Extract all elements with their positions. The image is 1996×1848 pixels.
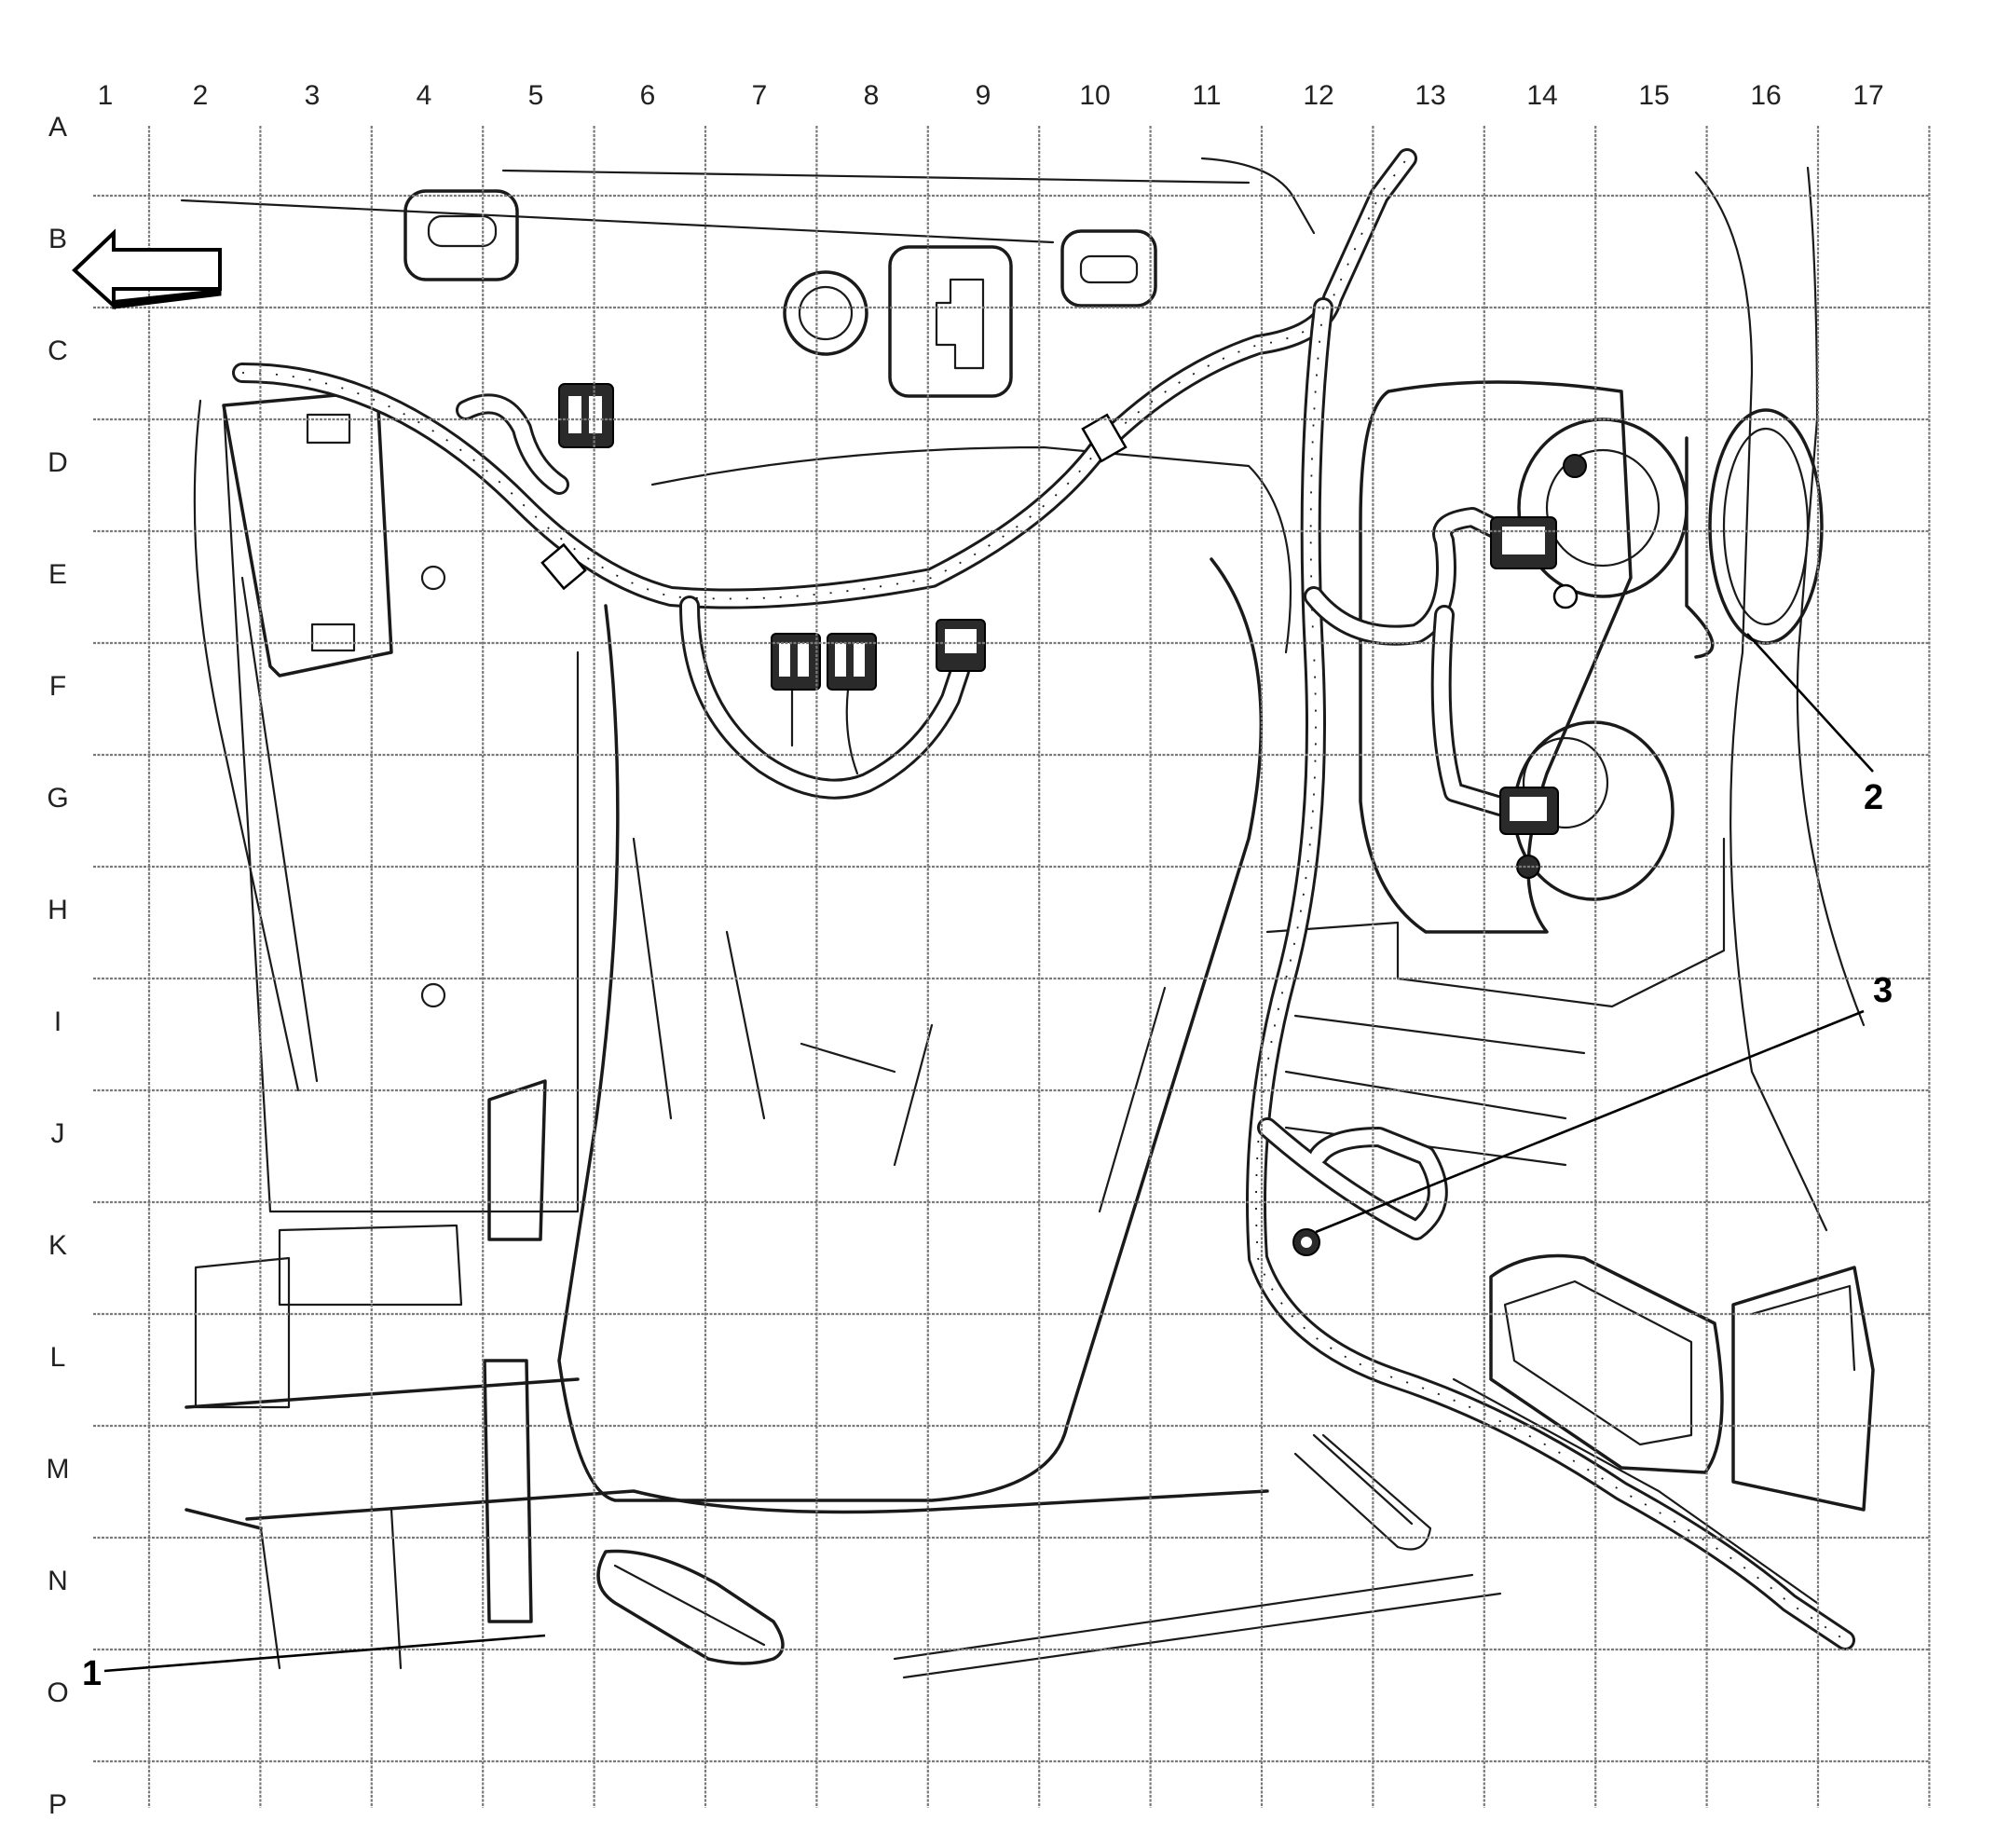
label-patch — [306, 413, 351, 445]
row-label: G — [47, 783, 68, 814]
ground-stud — [1292, 1228, 1320, 1256]
column-label: 4 — [417, 80, 432, 111]
row-label: J — [51, 1118, 65, 1149]
callout-leader-2 — [1746, 633, 1874, 773]
access-opening — [1359, 380, 1633, 934]
callout-3-label: 3 — [1873, 971, 1893, 1010]
floor-contour — [632, 837, 1167, 1213]
row-label: N — [48, 1566, 68, 1596]
seat-bracket — [483, 1079, 547, 1623]
fuel-tank-cap — [1708, 408, 1824, 645]
column-label: 3 — [305, 80, 321, 111]
row-label: P — [48, 1789, 67, 1820]
lower-floor — [259, 1508, 403, 1670]
callouts: 1 2 3 — [82, 633, 1893, 1693]
reference-grid — [93, 126, 1931, 1808]
column-label: 13 — [1415, 80, 1445, 111]
grommet — [1060, 229, 1157, 308]
connector-f8a — [771, 633, 821, 691]
callout-leader-1 — [103, 1634, 546, 1673]
row-label: M — [47, 1454, 70, 1485]
access-plug — [783, 270, 868, 356]
row-label: O — [47, 1677, 68, 1708]
row-label: A — [48, 112, 67, 143]
grommet — [403, 189, 519, 281]
wiring-harness — [232, 148, 1855, 1650]
row-label: I — [54, 1006, 62, 1037]
lower-floor — [185, 1377, 1269, 1530]
floor-contour — [650, 445, 1292, 654]
column-label: 1 — [98, 80, 114, 111]
drain-slot — [596, 1549, 785, 1665]
column-label: 6 — [640, 80, 656, 111]
left-arrow-icon — [72, 228, 222, 310]
column-label: 2 — [193, 80, 209, 111]
seat-bracket — [278, 1224, 463, 1307]
lower-floor — [893, 1573, 1502, 1679]
floor-slot — [1293, 1433, 1432, 1551]
connectors — [540, 383, 1559, 1256]
connector-f8b — [827, 633, 877, 691]
column-label: 10 — [1079, 80, 1110, 111]
row-label: D — [48, 447, 68, 478]
row-label: H — [48, 895, 68, 925]
row-label: K — [48, 1230, 67, 1261]
label-patch — [310, 623, 356, 652]
connector-c3-d6 — [558, 383, 614, 448]
connector-fuel-pump-lower — [1499, 787, 1559, 835]
body-outline — [180, 169, 1251, 244]
rear-panel — [1265, 837, 1726, 1008]
column-label: 12 — [1303, 80, 1333, 111]
rear-panel — [1796, 166, 1866, 1027]
hole — [420, 982, 446, 1008]
vehicle-body-artwork — [180, 157, 1875, 1679]
row-label: F — [49, 671, 66, 702]
column-label: 8 — [864, 80, 880, 111]
harness-clip — [540, 413, 1128, 591]
body-outline — [1452, 1377, 1819, 1605]
column-label: 5 — [528, 80, 544, 111]
left-inner-edge — [193, 399, 319, 1092]
access-panel — [888, 245, 1013, 398]
bracket-detail — [194, 1256, 291, 1409]
row-label: C — [48, 335, 68, 366]
body-outline — [1200, 157, 1316, 235]
column-label: 16 — [1750, 80, 1781, 111]
column-label: 17 — [1852, 80, 1883, 111]
column-label: 7 — [752, 80, 768, 111]
connector-f9 — [936, 619, 986, 672]
column-label: 11 — [1192, 80, 1221, 111]
left-body-panel — [222, 404, 580, 1213]
hole — [420, 565, 446, 591]
callout-1-label: 1 — [82, 1654, 102, 1693]
callout-2-label: 2 — [1864, 778, 1883, 817]
row-label: L — [50, 1342, 66, 1373]
column-label: 14 — [1526, 80, 1557, 111]
rear-panel — [1694, 171, 1828, 1232]
connector-fuel-pump-upper — [1490, 516, 1557, 569]
callout-leader-3 — [1315, 1009, 1865, 1234]
center-floor-pan — [557, 557, 1264, 1502]
column-label: 9 — [976, 80, 991, 111]
rear-bracket — [1489, 1253, 1875, 1512]
row-label: E — [48, 559, 67, 590]
row-label: B — [48, 224, 67, 254]
column-label: 15 — [1638, 80, 1669, 111]
row-labels: A B C D E F G H I J K L M N O P — [47, 112, 70, 1820]
